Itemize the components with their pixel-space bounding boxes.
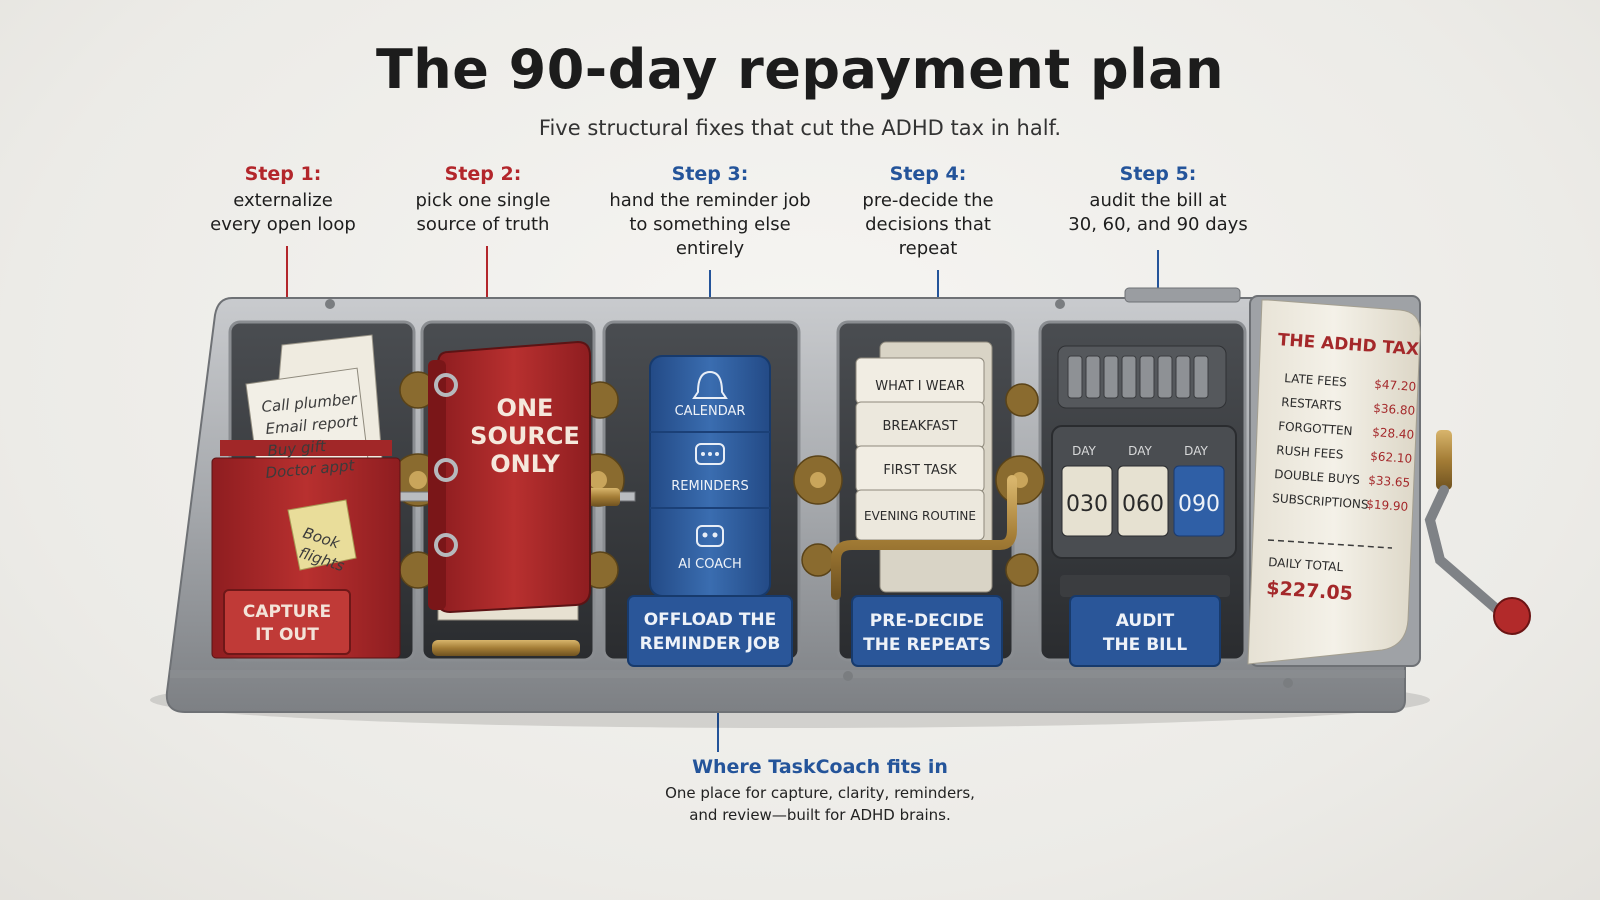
bell-icon <box>692 370 728 399</box>
taskcoach-heading: Where TaskCoach fits in <box>692 756 948 778</box>
step-5-caption: Step 5: audit the bill at 30, 60, and 90… <box>1043 162 1273 237</box>
step-4-caption: Step 4: pre-decide the decisions that re… <box>818 162 1038 261</box>
reminder-plate-line1: OFFLOAD THE <box>644 610 777 630</box>
step-1-label: Step 1: <box>244 163 322 185</box>
step-5-text-line2: 30, 60, and 90 days <box>1068 214 1248 235</box>
decide-plate-line1: PRE-DECIDE <box>870 611 984 631</box>
step-2-text-line1: pick one single <box>415 190 551 211</box>
book-line-1: ONE <box>497 394 554 422</box>
receipt-row-5-amount: $33.65 <box>1368 473 1411 490</box>
audit-plate-line2: THE BILL <box>1103 635 1187 655</box>
card-first-task: FIRST TASK <box>883 463 957 478</box>
receipt-row-1-amount: $47.20 <box>1374 377 1417 394</box>
step-2-caption: Step 2: pick one single source of truth <box>373 162 593 237</box>
card-what-i-wear: WHAT I WEAR <box>875 379 965 394</box>
step-1-text-line1: externalize <box>233 190 333 211</box>
step-4-label: Step 4: <box>889 163 967 185</box>
capture-label-line1: CAPTURE <box>243 602 331 622</box>
card-evening-routine: EVENING ROUTINE <box>864 509 976 523</box>
receipt-row-6-item: SUBSCRIPTIONS <box>1272 491 1369 512</box>
source-of-truth-book <box>428 340 591 656</box>
receipt-row-3-item: FORGOTTEN <box>1278 419 1353 438</box>
step-3-text-line3: entirely <box>675 238 745 259</box>
decide-plate-line2: THE REPEATS <box>863 635 991 655</box>
capture-label-line2: IT OUT <box>255 625 319 645</box>
calendar-label: CALENDAR <box>675 404 746 419</box>
receipt-row-5-item: DOUBLE BUYS <box>1274 467 1361 487</box>
page-title: The 90-day repayment plan <box>375 38 1225 101</box>
receipt-row-2-item: RESTARTS <box>1281 395 1342 413</box>
taskcoach-line-2: and review—built for ADHD brains. <box>689 806 951 824</box>
day-label-2: DAY <box>1128 444 1152 458</box>
receipt-row-1-item: LATE FEES <box>1284 371 1347 389</box>
receipt-row-4-amount: $62.10 <box>1370 449 1413 466</box>
day-counter-mechanism <box>1051 345 1237 667</box>
ai-coach-label: AI COACH <box>678 557 741 572</box>
reminder-drum <box>627 355 793 667</box>
step-4-text-line1: pre-decide the <box>862 190 994 211</box>
page-subtitle: Five structural fixes that cut the ADHD … <box>538 116 1062 140</box>
chat-bubble-icon <box>695 443 725 465</box>
day-label-3: DAY <box>1184 444 1208 458</box>
taskcoach-callout: Where TaskCoach fits in One place for ca… <box>520 756 1120 826</box>
step-1-text-line2: every open loop <box>210 214 356 235</box>
receipt-row-4-item: RUSH FEES <box>1276 443 1344 462</box>
crank-knob <box>1493 597 1531 635</box>
counter-060: 060 <box>1122 492 1164 517</box>
capture-card-box <box>211 334 401 659</box>
receipt-row-6-amount: $19.90 <box>1366 497 1409 514</box>
counter-090: 090 <box>1178 492 1220 517</box>
receipt-row-2-amount: $36.80 <box>1373 401 1416 418</box>
card-breakfast: BREAKFAST <box>883 419 958 434</box>
step-5-label: Step 5: <box>1119 163 1197 185</box>
book-line-2: SOURCE <box>470 422 580 450</box>
audit-plate-line1: AUDIT <box>1116 611 1175 631</box>
step-4-text-line2: decisions that <box>865 214 991 235</box>
receipt-total-label: DAILY TOTAL <box>1268 555 1344 574</box>
receipt-rows: LATE FEES $47.20 RESTARTS $36.80 FORGOTT… <box>1272 371 1417 514</box>
day-label-1: DAY <box>1072 444 1096 458</box>
step-3-text-line2: to something else <box>629 214 791 235</box>
decision-card-stack <box>831 341 1017 667</box>
step-3-text-line1: hand the reminder job <box>609 190 811 211</box>
robot-icon <box>696 525 724 547</box>
book-line-3: ONLY <box>490 450 560 478</box>
step-4-text-line3: repeat <box>898 238 958 259</box>
step-5-text-line1: audit the bill at <box>1089 190 1227 211</box>
taskcoach-line-1: One place for capture, clarity, reminder… <box>665 784 975 802</box>
counter-030: 030 <box>1066 492 1108 517</box>
step-3-label: Step 3: <box>671 163 749 185</box>
receipt-row-3-amount: $28.40 <box>1372 425 1415 442</box>
note-line-3: Buy gift <box>267 437 328 460</box>
receipt-roll <box>1247 295 1531 667</box>
reminders-label: REMINDERS <box>671 479 749 494</box>
reminder-plate-line2: REMINDER JOB <box>640 634 781 654</box>
step-2-label: Step 2: <box>444 163 522 185</box>
step-1-caption: Step 1: externalize every open loop <box>173 162 393 237</box>
step-3-caption: Step 3: hand the reminder job to somethi… <box>590 162 830 261</box>
step-2-text-line2: source of truth <box>416 214 550 235</box>
